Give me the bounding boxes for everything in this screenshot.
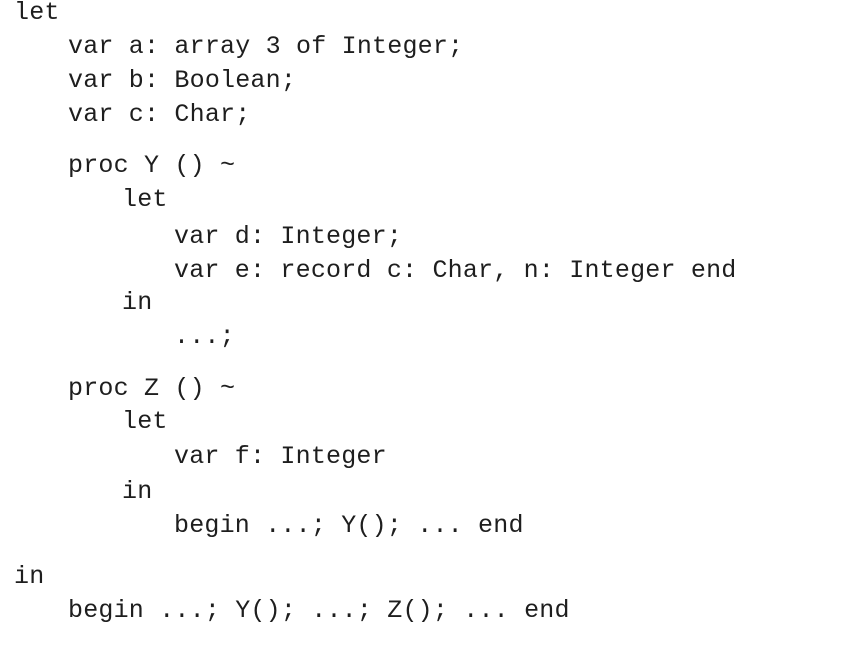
code-line: let [14,0,60,27]
code-line: proc Y () ~ [68,151,236,180]
code-line: var e: record c: Char, n: Integer end [174,256,737,285]
code-line: begin ...; Y(); ... end [174,511,524,540]
code-line: var a: array 3 of Integer; [68,32,464,61]
code-line: var b: Boolean; [68,66,297,95]
code-line: let [122,185,168,214]
code-line: in [122,288,153,317]
code-line: proc Z () ~ [68,374,236,403]
code-line: in [14,562,45,591]
code-line: let [122,407,168,436]
code-line: in [122,477,153,506]
code-line: begin ...; Y(); ...; Z(); ... end [68,596,570,625]
code-line: var c: Char; [68,100,251,129]
code-line: ...; [174,322,235,351]
code-line: var d: Integer; [174,222,403,251]
code-line: var f: Integer [174,442,387,471]
